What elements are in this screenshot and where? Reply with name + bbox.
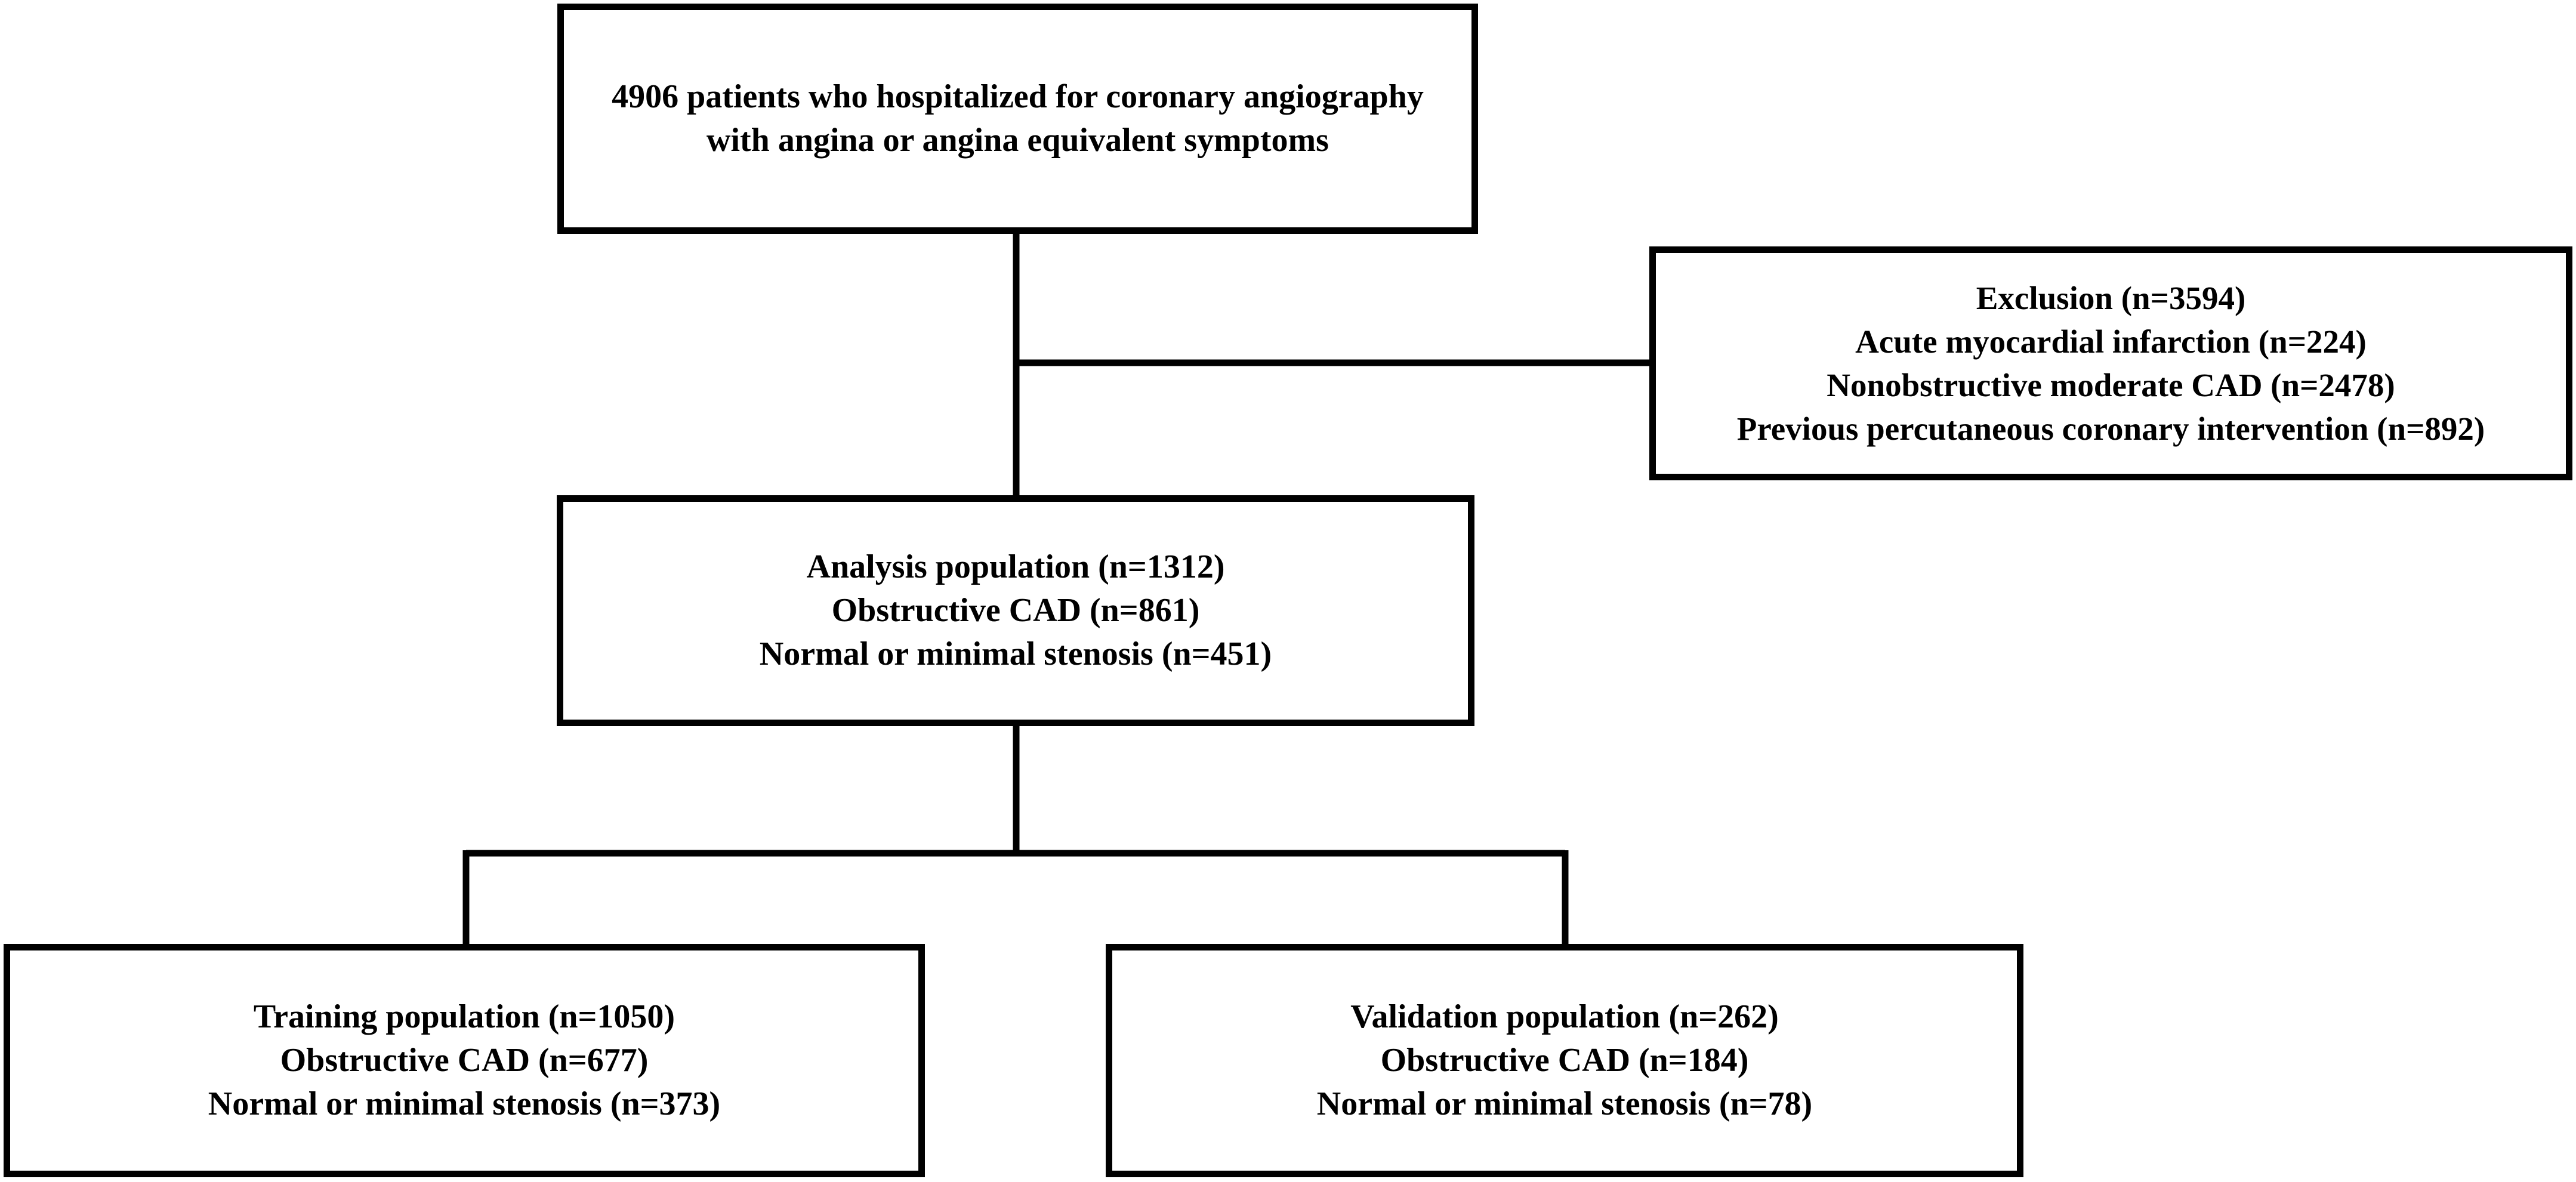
analysis-population-box: Analysis population (n=1312) Obstructive…	[557, 495, 1474, 726]
analysis-item: Obstructive CAD (n=861)	[831, 592, 1200, 629]
training-population-box: Training population (n=1050) Obstructive…	[4, 944, 925, 1177]
validation-population-box: Validation population (n=262) Obstructiv…	[1106, 944, 2023, 1177]
training-item: Normal or minimal stenosis (n=373)	[208, 1085, 721, 1122]
validation-item: Obstructive CAD (n=184)	[1380, 1042, 1749, 1079]
validation-item: Normal or minimal stenosis (n=78)	[1316, 1085, 1813, 1122]
analysis-item: Normal or minimal stenosis (n=451)	[759, 635, 1272, 672]
analysis-title: Analysis population (n=1312)	[806, 548, 1225, 585]
exclusion-item: Nonobstructive moderate CAD (n=2478)	[1827, 367, 2395, 403]
exclusion-title: Exclusion (n=3594)	[1976, 280, 2246, 316]
enrollment-line: with angina or angina equivalent symptom…	[707, 122, 1329, 159]
exclusion-box: Exclusion (n=3594) Acute myocardial infa…	[1649, 246, 2572, 480]
exclusion-item: Previous percutaneous coronary intervent…	[1736, 411, 2485, 447]
enrollment-line: 4906 patients who hospitalized for coron…	[612, 78, 1424, 115]
enrollment-box: 4906 patients who hospitalized for coron…	[557, 4, 1478, 234]
validation-title: Validation population (n=262)	[1350, 998, 1779, 1035]
exclusion-item: Acute myocardial infarction (n=224)	[1855, 323, 2367, 360]
training-title: Training population (n=1050)	[253, 998, 675, 1035]
training-item: Obstructive CAD (n=677)	[280, 1042, 649, 1079]
